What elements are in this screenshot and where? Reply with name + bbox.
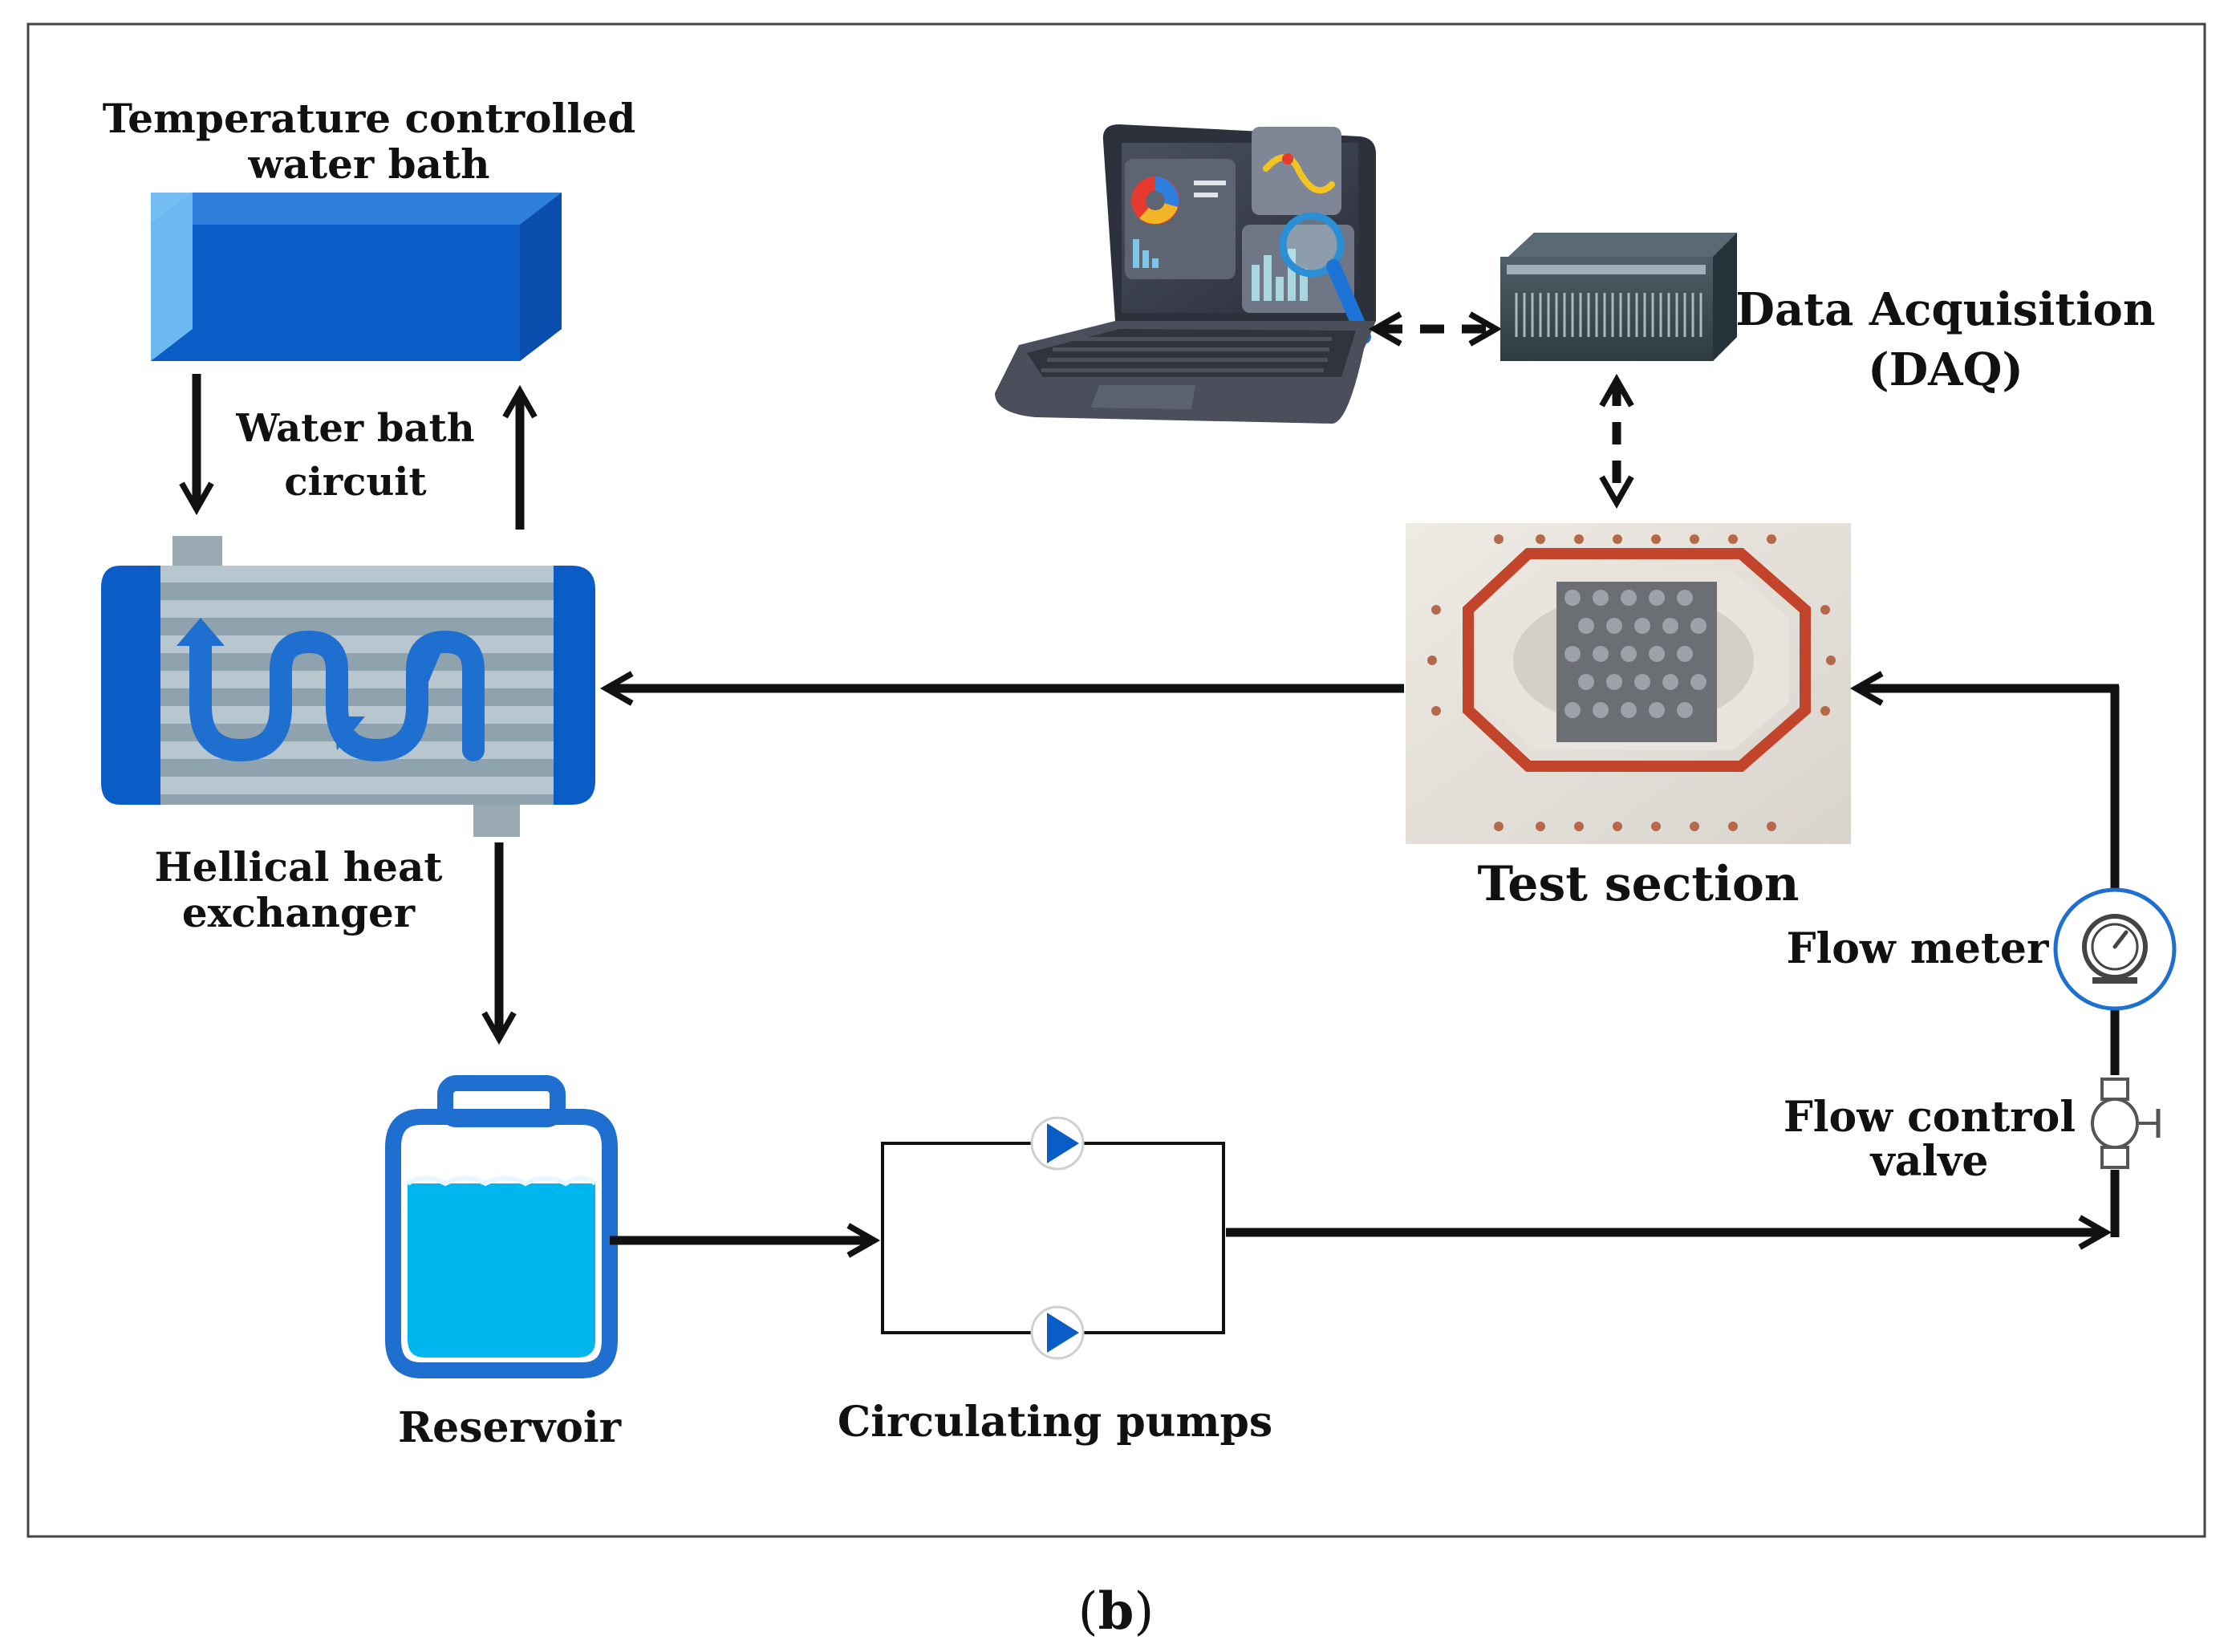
laptop-icon <box>995 124 1376 424</box>
water-bath-icon <box>151 193 562 361</box>
test-section-photo <box>1406 523 1851 844</box>
water-bath-label-line2: water bath <box>248 140 490 188</box>
daq-device-icon <box>1500 233 1737 361</box>
reservoir-icon <box>385 1075 618 1378</box>
water-bath-label-line1: Temperature controlled <box>103 95 635 142</box>
flow-meter-icon <box>2053 887 2177 1011</box>
flow-control-valve-icon <box>2091 1075 2161 1170</box>
circulating-pumps-label: Circulating pumps <box>838 1398 1272 1447</box>
daq-label-line1: Data Acquisition <box>1735 283 2155 336</box>
heat-exchanger-label-line2: exchanger <box>182 889 416 936</box>
figure-caption: (b) <box>1078 1581 1155 1642</box>
pump-loop <box>881 1142 1225 1334</box>
daq-label-line2: (DAQ) <box>1868 343 2023 396</box>
flow-control-label-line1: Flow control <box>1784 1093 2076 1142</box>
caption-close: ) <box>1134 1582 1154 1642</box>
reservoir-label: Reservoir <box>398 1403 622 1452</box>
water-bath-circuit-label-line2: circuit <box>284 460 426 505</box>
water-bath-circuit-label-line1: Water bath <box>235 406 474 451</box>
heat-exchanger-icon <box>101 536 595 837</box>
caption-open: ( <box>1078 1582 1098 1642</box>
pump-top-icon <box>1030 1116 1085 1171</box>
flow-meter-label: Flow meter <box>1787 924 2049 973</box>
pump-bottom-icon <box>1030 1305 1085 1360</box>
flow-control-label-line2: valve <box>1870 1137 1989 1186</box>
caption-letter: b <box>1098 1581 1134 1642</box>
test-section-label: Test section <box>1478 856 1800 912</box>
heat-exchanger-label-line1: Hellical heat <box>155 843 443 891</box>
figure-frame <box>26 22 2206 1538</box>
